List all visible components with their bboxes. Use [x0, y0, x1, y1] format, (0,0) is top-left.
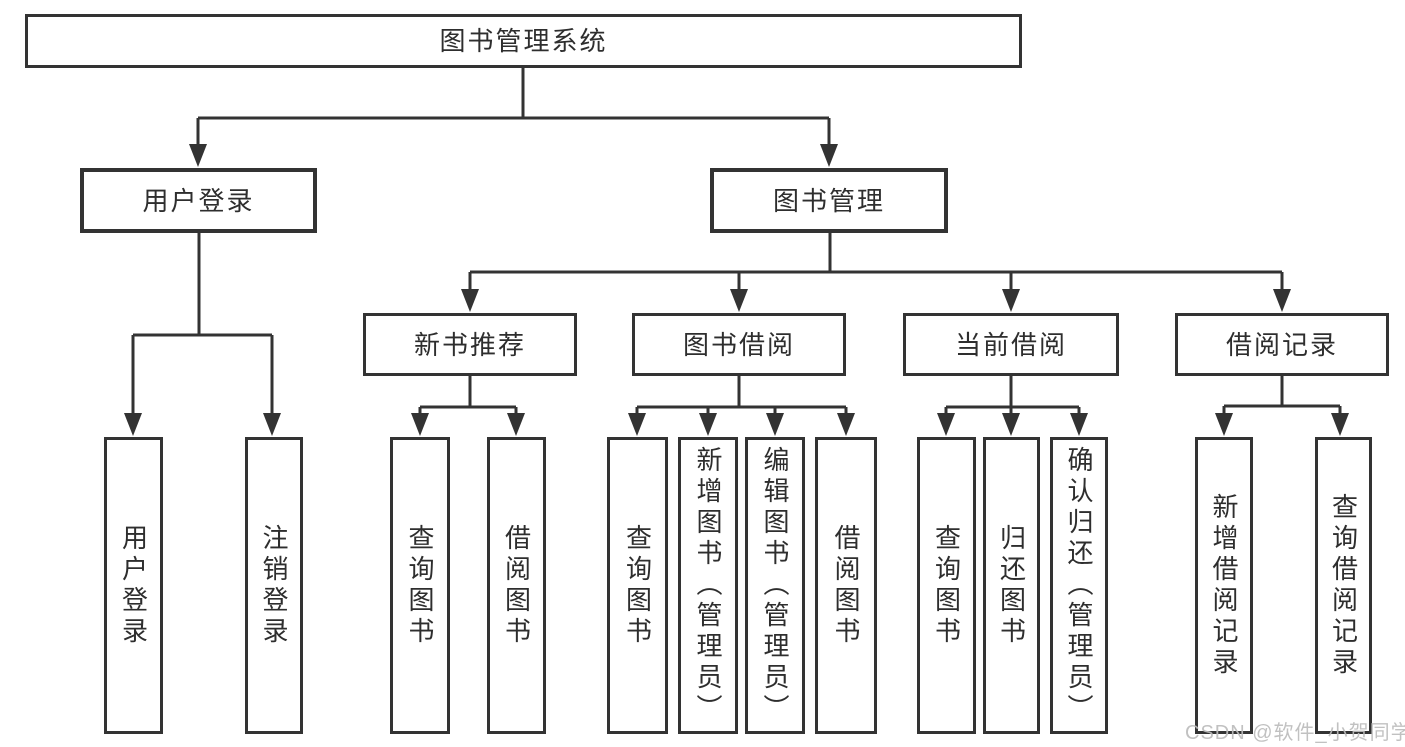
- leaf-add-books-admin: 新增图书（管理员）: [678, 437, 738, 734]
- current-borrowing-node: 当前借阅: [903, 313, 1119, 376]
- new-book-recommend-node: 新书推荐: [363, 313, 577, 376]
- book-borrowing-node: 图书借阅: [632, 313, 846, 376]
- leaf-logout: 注销登录: [245, 437, 303, 734]
- leaf-query-books: 查询图书: [917, 437, 976, 734]
- leaf-confirm-return-admin: 确认归还（管理员）: [1050, 437, 1108, 734]
- book-management-branch-node: 图书管理: [710, 168, 948, 233]
- user-login-branch-node: 用户登录: [80, 168, 317, 233]
- leaf-return-books: 归还图书: [983, 437, 1040, 734]
- leaf-user-login: 用户登录: [104, 437, 163, 734]
- leaf-query-books: 查询图书: [607, 437, 668, 734]
- root-node-library-management-system: 图书管理系统: [25, 14, 1022, 68]
- csdn-watermark: CSDN @软件_小贺同学: [1185, 722, 1405, 744]
- leaf-query-books: 查询图书: [390, 437, 450, 734]
- borrowing-records-node: 借阅记录: [1175, 313, 1389, 376]
- leaf-query-borrow-record: 查询借阅记录: [1315, 437, 1372, 734]
- arrowhead-group: [124, 144, 1349, 436]
- leaf-borrow-books: 借阅图书: [815, 437, 877, 734]
- leaf-edit-books-admin: 编辑图书（管理员）: [745, 437, 805, 734]
- leaf-borrow-books: 借阅图书: [487, 437, 546, 734]
- leaf-add-borrow-record: 新增借阅记录: [1195, 437, 1253, 734]
